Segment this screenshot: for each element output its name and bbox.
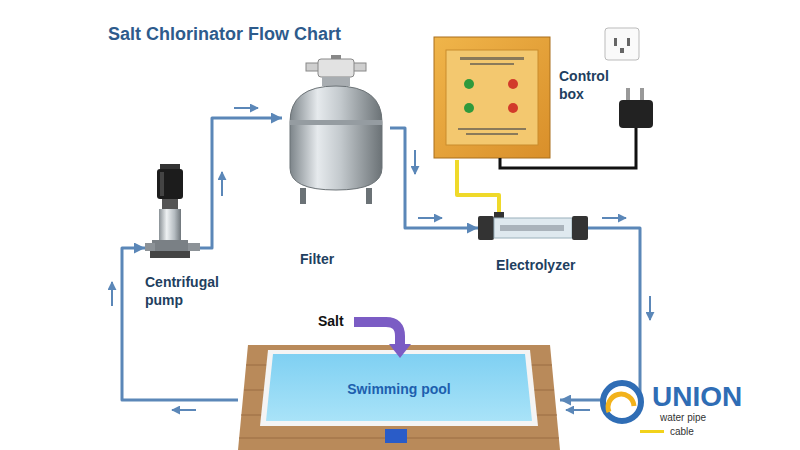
electrolyzer-illustration (478, 212, 588, 240)
node-label: Swimming pool (238, 380, 560, 398)
pool-illustration (238, 345, 560, 450)
node-label: Electrolyzer (496, 256, 575, 274)
electrolyzer-node: Electrolyzer (478, 212, 588, 244)
node-label: Filter (300, 250, 334, 268)
chart-title: Salt Chlorinator Flow Chart (108, 24, 341, 45)
pipe-connector (390, 128, 478, 228)
input-label: Salt (318, 314, 344, 329)
watermark-text: water pipe (660, 412, 706, 423)
control-box-node: Control box (432, 35, 552, 160)
salt-arrow (354, 322, 411, 358)
logo-text: UNION (652, 382, 742, 413)
flow-arrows (112, 108, 650, 410)
node-label: Control box (559, 67, 621, 103)
pump-illustration (145, 164, 200, 258)
cable-connector (457, 160, 499, 212)
pool-node: Swimming pool (238, 340, 560, 450)
pipe-connector (200, 118, 282, 248)
power-plug (500, 28, 653, 168)
watermark-text: cable (670, 426, 694, 437)
pipe-connector (122, 248, 238, 400)
pump-node: Centrifugal pump (145, 165, 200, 260)
filter-node: Filter (282, 55, 390, 207)
pipe-connector (560, 228, 640, 400)
filter-illustration (290, 55, 382, 204)
node-label: Centrifugal pump (145, 273, 245, 309)
control-box-illustration (434, 37, 550, 158)
